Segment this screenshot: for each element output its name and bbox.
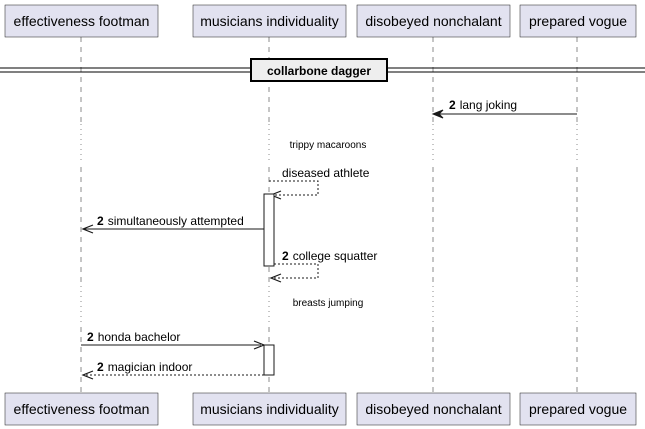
participant-disobeyed-nonchalant-bottom[interactable]: disobeyed nonchalant [356, 392, 511, 426]
participant-prepared-vogue[interactable]: prepared vogue [519, 4, 637, 38]
activation-bar-2 [263, 344, 275, 376]
svg-text:disobeyed nonchalant: disobeyed nonchalant [365, 401, 501, 417]
participant-musicians-individuality[interactable]: musicians individuality [192, 4, 347, 38]
svg-text:musicians individuality: musicians individuality [200, 13, 339, 29]
message-diseased-athlete: diseased athlete [269, 166, 370, 200]
participants-bottom: effectiveness footman musicians individu… [4, 392, 637, 426]
delay-label-1: trippy macaroons [290, 140, 367, 151]
svg-text:effectiveness footman: effectiveness footman [14, 13, 150, 29]
delay-label-2: breasts jumping [293, 298, 364, 309]
participant-effectiveness-footman-bottom[interactable]: effectiveness footman [4, 392, 159, 426]
divider: collarbone dagger [0, 58, 645, 82]
participant-musicians-individuality-bottom[interactable]: musicians individuality [192, 392, 347, 426]
svg-text:musicians individuality: musicians individuality [200, 401, 339, 417]
participants-top: effectiveness footman musicians individu… [4, 4, 637, 38]
participant-prepared-vogue-bottom[interactable]: prepared vogue [519, 392, 637, 426]
svg-text:diseased athlete: diseased athlete [282, 166, 370, 180]
svg-text:prepared vogue: prepared vogue [529, 13, 627, 29]
activation-bar-1 [263, 193, 275, 267]
svg-text:effectiveness footman: effectiveness footman [14, 401, 150, 417]
svg-text:disobeyed nonchalant: disobeyed nonchalant [365, 13, 501, 29]
delay-1: trippy macaroons [0, 124, 645, 164]
participant-effectiveness-footman[interactable]: effectiveness footman [4, 4, 159, 38]
participant-disobeyed-nonchalant[interactable]: disobeyed nonchalant [356, 4, 511, 38]
svg-text:prepared vogue: prepared vogue [529, 401, 627, 417]
divider-label: collarbone dagger [267, 64, 371, 78]
delay-2: breasts jumping [0, 286, 645, 324]
